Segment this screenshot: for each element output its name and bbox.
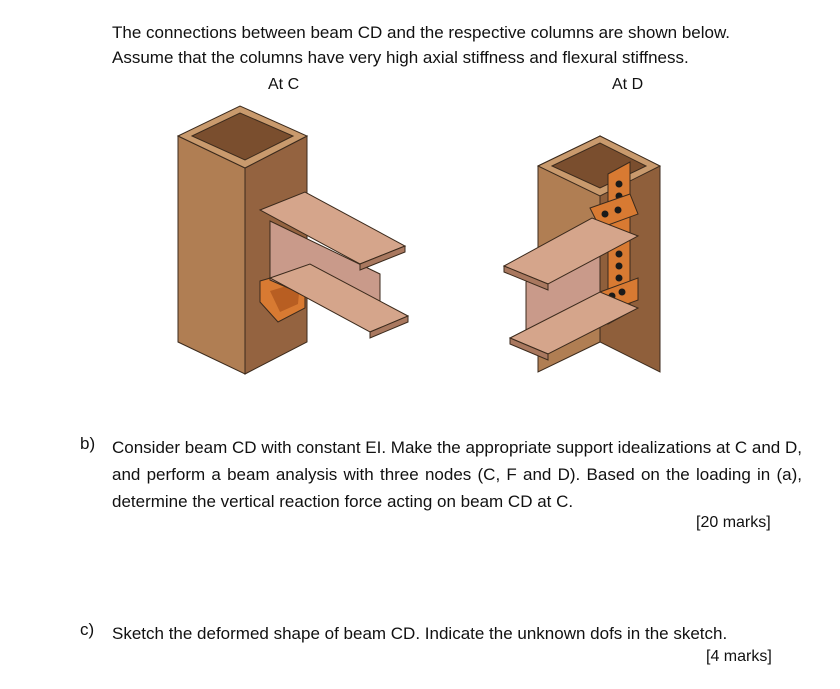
bolt-icon — [615, 262, 623, 270]
question-b-label: b) — [80, 434, 96, 453]
connection-d-illustration — [502, 135, 662, 373]
question-b-marks: [20 marks] — [696, 514, 771, 531]
bolt-icon — [601, 210, 609, 218]
question-b-text: Consider beam CD with constant EI. Make … — [112, 438, 802, 511]
caption-at-d: At D — [612, 76, 644, 93]
column-c-front — [177, 135, 246, 375]
connections-figure — [176, 105, 662, 375]
question-c-marks: [4 marks] — [706, 648, 772, 665]
bolt-icon — [618, 288, 626, 296]
intro-line-2: Assume that the columns have very high a… — [112, 48, 689, 67]
bolt-icon — [615, 250, 623, 258]
connection-c-illustration — [176, 105, 410, 375]
caption-at-c: At C — [268, 76, 300, 93]
bolt-icon — [615, 180, 623, 188]
bolt-icon — [614, 206, 622, 214]
question-c-label: c) — [80, 620, 95, 639]
intro-line-1: The connections between beam CD and the … — [112, 23, 731, 42]
column-c-opening — [190, 112, 295, 161]
bolt-icon — [615, 274, 623, 282]
question-c-text: Sketch the deformed shape of beam CD. In… — [112, 624, 728, 643]
intro-paragraph: The connections between beam CD and the … — [112, 20, 812, 70]
